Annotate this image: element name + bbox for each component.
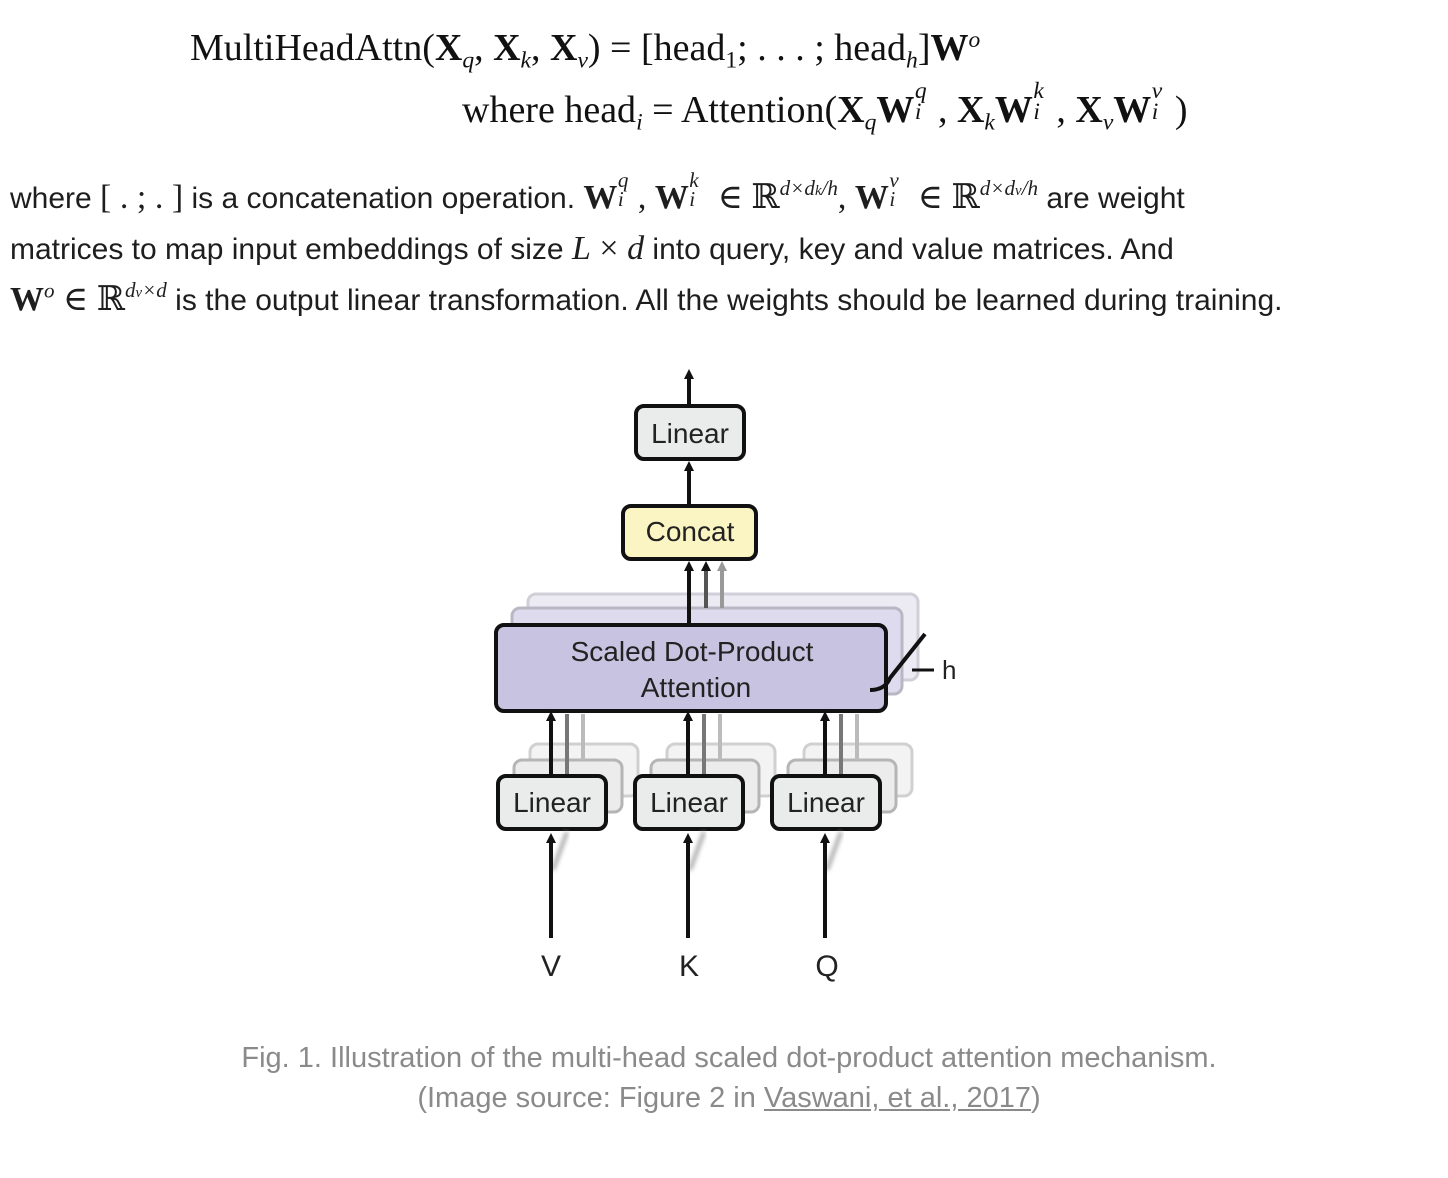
eq-multiheadattn-label: MultiHeadAttn — [190, 27, 423, 69]
input-arrows — [546, 831, 843, 938]
explanation-paragraph: where [ . ; . ] is a concatenation opera… — [10, 168, 1440, 325]
multihead-attention-diagram: Linear Concat Scaled Dot-Product Attenti… — [494, 369, 956, 983]
para-text: into query, key and value matrices. And — [644, 233, 1174, 266]
para-text: is the output linear transformation. All… — [166, 284, 1283, 317]
eq-head-label: head — [653, 27, 726, 69]
linear-q-label: Linear — [787, 787, 865, 818]
top-linear-label: Linear — [651, 418, 729, 449]
head-count-label: h — [942, 655, 956, 685]
para-text: is a concatenation operation. — [183, 182, 584, 215]
equation-multihead: MultiHeadAttn(Xq, Xk, Xv) = [head1; . . … — [190, 27, 981, 74]
concat-box: Concat — [621, 504, 758, 561]
eq-attention-label: Attention — [680, 89, 825, 131]
input-label-k: K — [679, 950, 699, 983]
eq-head-label-h: head — [834, 27, 907, 69]
concat-label: Concat — [646, 516, 735, 547]
linear-v-label: Linear — [513, 787, 591, 818]
linear-box-v: Linear — [496, 774, 608, 831]
para-text: matrices to map input embeddings of size — [10, 233, 572, 266]
caption-source-prefix: (Image source: Figure 2 in — [417, 1082, 764, 1114]
top-linear-box: Linear — [634, 404, 746, 461]
scaled-dot-product-attention-box: Scaled Dot-Product Attention — [494, 623, 888, 713]
linear-k-label: Linear — [650, 787, 728, 818]
caption-source-suffix: ) — [1030, 1082, 1041, 1114]
linear-to-attention-arrows — [546, 711, 859, 776]
attention-label-line1: Scaled Dot-Product — [571, 636, 814, 667]
para-text: where — [10, 182, 101, 215]
paragraph-line-2: matrices to map input embeddings of size… — [10, 230, 1174, 267]
eq-where-head-label: where head — [462, 89, 637, 131]
paragraph-line-3: Wo ∈ ℝdv×d is the output linear transfor… — [10, 278, 1283, 318]
attention-label-line2: Attention — [641, 672, 752, 703]
head-count-bracket — [869, 632, 927, 692]
input-label-q: Q — [815, 950, 838, 983]
linear-box-k: Linear — [633, 774, 745, 831]
para-text: are weight — [1038, 182, 1185, 215]
figure-caption-line1: Fig. 1. Illustration of the multi-head s… — [241, 1042, 1217, 1074]
input-label-v: V — [541, 950, 561, 983]
paragraph-line-1: where [ . ; . ] is a concatenation opera… — [10, 168, 1185, 216]
figure-caption-line2: (Image source: Figure 2 in Vaswani, et a… — [0, 1078, 1448, 1118]
source-paper-link[interactable]: Vaswani, et al., 2017 — [763, 1082, 1031, 1114]
linear-box-q: Linear — [770, 774, 882, 831]
